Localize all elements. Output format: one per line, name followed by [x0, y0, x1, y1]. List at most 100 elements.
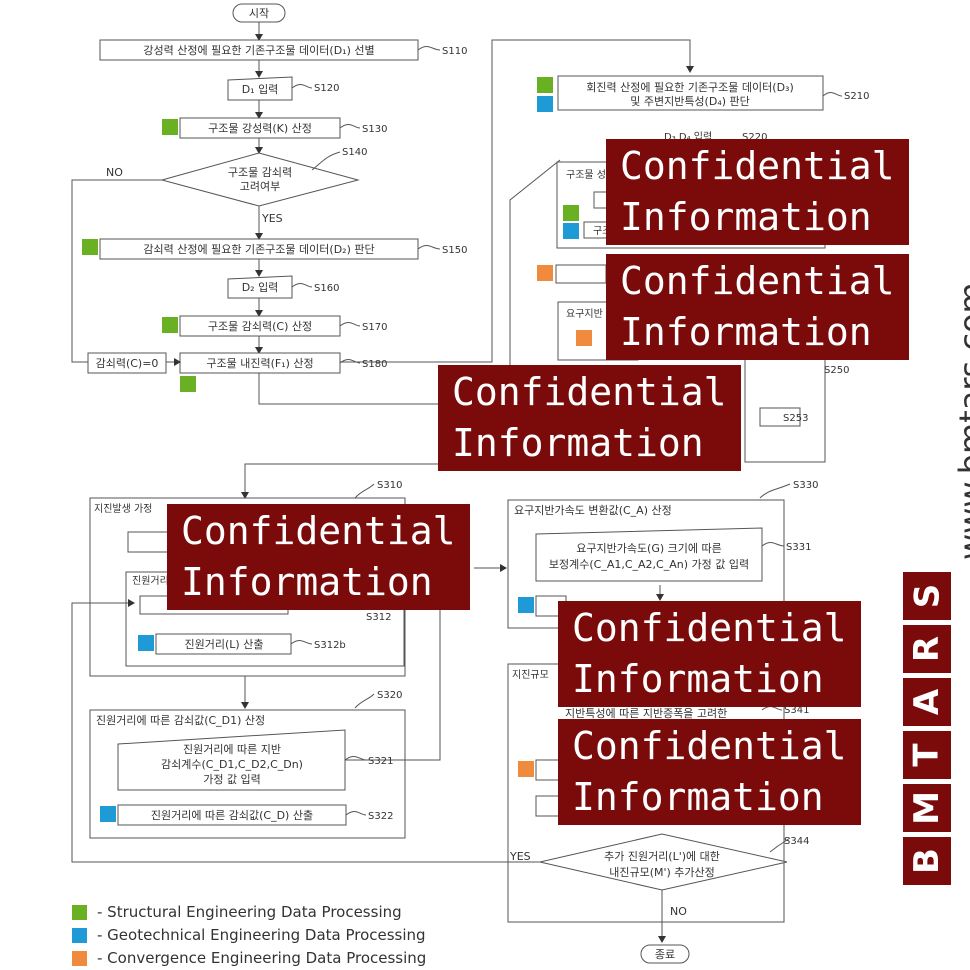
brand-url: www.bmtars.com [952, 282, 970, 560]
brand-letter: T [903, 731, 951, 779]
structural-marker [563, 205, 579, 221]
branch-no-2: NO [670, 905, 687, 918]
step-label: S140 [342, 147, 367, 158]
step-label: S330 [793, 480, 818, 491]
step-label: S341 [784, 705, 809, 716]
geotechnical-marker [138, 635, 154, 651]
s240-fragment: 요구지반 [566, 308, 603, 320]
brand-letter: B [903, 837, 951, 885]
legend-label: - Geotechnical Engineering Data Processi… [97, 926, 426, 944]
s180-label: 구조물 내진력(F₁) 산정 [206, 357, 313, 370]
redaction-box: Confidential Information [606, 139, 909, 245]
s331-box [535, 527, 763, 582]
branch-no: NO [106, 166, 123, 179]
s331-label-2: 보정계수(C_A1,C_A2,C_An) 가정 값 입력 [549, 558, 749, 571]
structural-marker [180, 376, 196, 392]
redaction-box: Confidential Information [558, 719, 861, 825]
structural-marker [162, 317, 178, 333]
geotechnical-marker [518, 597, 534, 613]
step-label: S312 [366, 612, 391, 623]
step-label: S110 [442, 46, 467, 57]
step-label: S322 [368, 811, 393, 822]
s230b-fragment: 구조 [593, 226, 611, 237]
structural-marker [82, 239, 98, 255]
legend-label: - Structural Engineering Data Processing [97, 903, 402, 921]
step-label: S150 [442, 245, 467, 256]
step-label: S220 [742, 132, 767, 143]
convergence-marker [518, 761, 534, 777]
s230-fragment: 구조물 성 [566, 169, 606, 181]
redaction-box: Confidential Information [558, 601, 861, 707]
step-label: S331 [786, 542, 811, 553]
s340-fragment: 지진규모 [512, 669, 549, 681]
start-label: 시작 [249, 7, 269, 20]
s312b-label: 진원거리(L) 산출 [185, 638, 264, 651]
s210-box [557, 75, 824, 111]
structural-marker [162, 119, 178, 135]
s344-decision [539, 833, 788, 891]
step-label: S120 [314, 83, 339, 94]
step-label: S210 [844, 91, 869, 102]
redaction-box: Confidential Information [606, 254, 909, 360]
s140-label-2: 고려여부 [240, 180, 280, 193]
step-label: S310 [377, 480, 402, 491]
legend-item-structural: - Structural Engineering Data Processing [72, 903, 402, 921]
geotechnical-swatch [72, 927, 87, 943]
step-label: S344 [784, 836, 809, 847]
step-label: S253 [783, 413, 808, 424]
s322-label: 진원거리에 따른 감쇠값(C_D) 산출 [151, 809, 313, 822]
legend-item-geotechnical: - Geotechnical Engineering Data Processi… [72, 926, 426, 944]
step-label: S250 [824, 365, 849, 376]
s321-label-2: 감쇠계수(C_D1,C_D2,C_Dn) [161, 758, 303, 771]
s170-label: 구조물 감쇠력(C) 산정 [208, 320, 312, 333]
end-node [640, 944, 690, 964]
brand-letter: A [903, 678, 951, 726]
brand-logo: S R A T M B [903, 572, 953, 890]
step-label: S312b [314, 640, 346, 651]
s321-label-3: 가정 값 입력 [203, 773, 261, 786]
brand-letter: S [903, 572, 951, 620]
s130-label: 구조물 강성력(K) 산정 [208, 122, 312, 135]
convergence-marker [537, 265, 553, 281]
legend-label: - Convergence Engineering Data Processin… [97, 949, 427, 967]
c-zero-label: 감쇠력(C)=0 [96, 357, 159, 370]
s344-label-1: 추가 진원거리(L')에 대한 [604, 850, 720, 863]
s150-label: 감쇠력 산정에 필요한 기존구조물 데이터(D₂) 판단 [143, 243, 374, 256]
legend-item-convergence: - Convergence Engineering Data Processin… [72, 949, 426, 967]
s120-box [227, 76, 293, 101]
convergence-marker [576, 330, 592, 346]
geotechnical-marker [537, 96, 553, 112]
step-label: S170 [362, 322, 387, 333]
brand-letter: M [903, 784, 951, 832]
geotechnical-marker [100, 806, 116, 822]
step-label: S160 [314, 283, 339, 294]
s160-box [227, 275, 293, 299]
s140-decision [160, 152, 360, 207]
branch-yes: YES [261, 212, 283, 225]
s120-label: D₁ 입력 [242, 83, 279, 96]
s341-label: 지반특성에 따른 지반증폭을 고려한 [565, 707, 727, 720]
s140-label-1: 구조물 감쇠력 [228, 166, 292, 179]
structural-marker [537, 77, 553, 93]
branch-yes-2: YES [509, 850, 531, 863]
step-label: S320 [377, 690, 402, 701]
step-label: S321 [368, 756, 393, 767]
convergence-swatch [72, 950, 87, 966]
s210-label-1: 회진력 산정에 필요한 기존구조물 데이터(D₃) [586, 81, 794, 94]
s321-label-1: 진원거리에 따른 지반 [183, 743, 281, 756]
geotechnical-marker [563, 223, 579, 239]
end-label: 종료 [655, 948, 675, 961]
c-zero-box [87, 352, 167, 374]
s110-label: 강성력 산정에 필요한 기존구조물 데이터(D₁) 선별 [143, 44, 374, 57]
s210-label-2: 및 주변지반특성(D₄) 판단 [630, 95, 750, 108]
structural-swatch [72, 904, 87, 920]
s344-label-2: 내진규모(M') 추가산정 [609, 866, 715, 879]
brand-letter: R [903, 625, 951, 673]
redaction-box: Confidential Information [438, 365, 741, 471]
s312-fragment: 진원거리 [132, 575, 169, 587]
s320-title: 진원거리에 따른 감쇠값(C_D1) 산정 [96, 714, 265, 727]
step-label: S130 [362, 124, 387, 135]
step-label: S180 [362, 359, 387, 370]
s320-group [89, 709, 406, 839]
